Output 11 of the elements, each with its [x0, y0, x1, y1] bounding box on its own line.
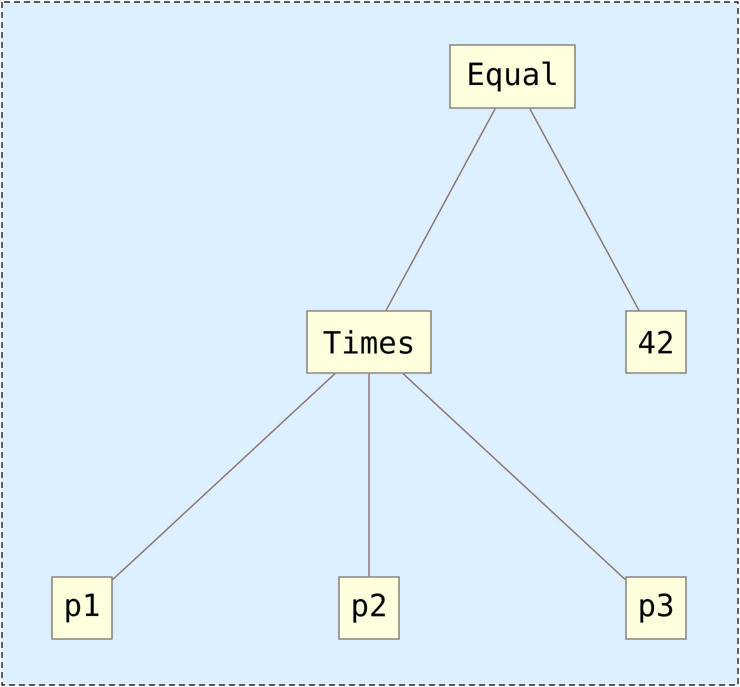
tree-node-box: p1	[51, 576, 113, 640]
tree-node-box: 42	[625, 310, 687, 374]
connector-line	[529, 108, 640, 311]
tree-node-box: Equal	[449, 44, 576, 109]
connector-line	[368, 374, 370, 576]
tree-node-box: p3	[625, 576, 687, 640]
tree-node-box: p2	[338, 576, 400, 640]
connector-line	[112, 373, 336, 580]
tree-node-box: Times	[306, 310, 432, 374]
connector-line	[402, 373, 626, 580]
connector-line	[386, 108, 496, 311]
